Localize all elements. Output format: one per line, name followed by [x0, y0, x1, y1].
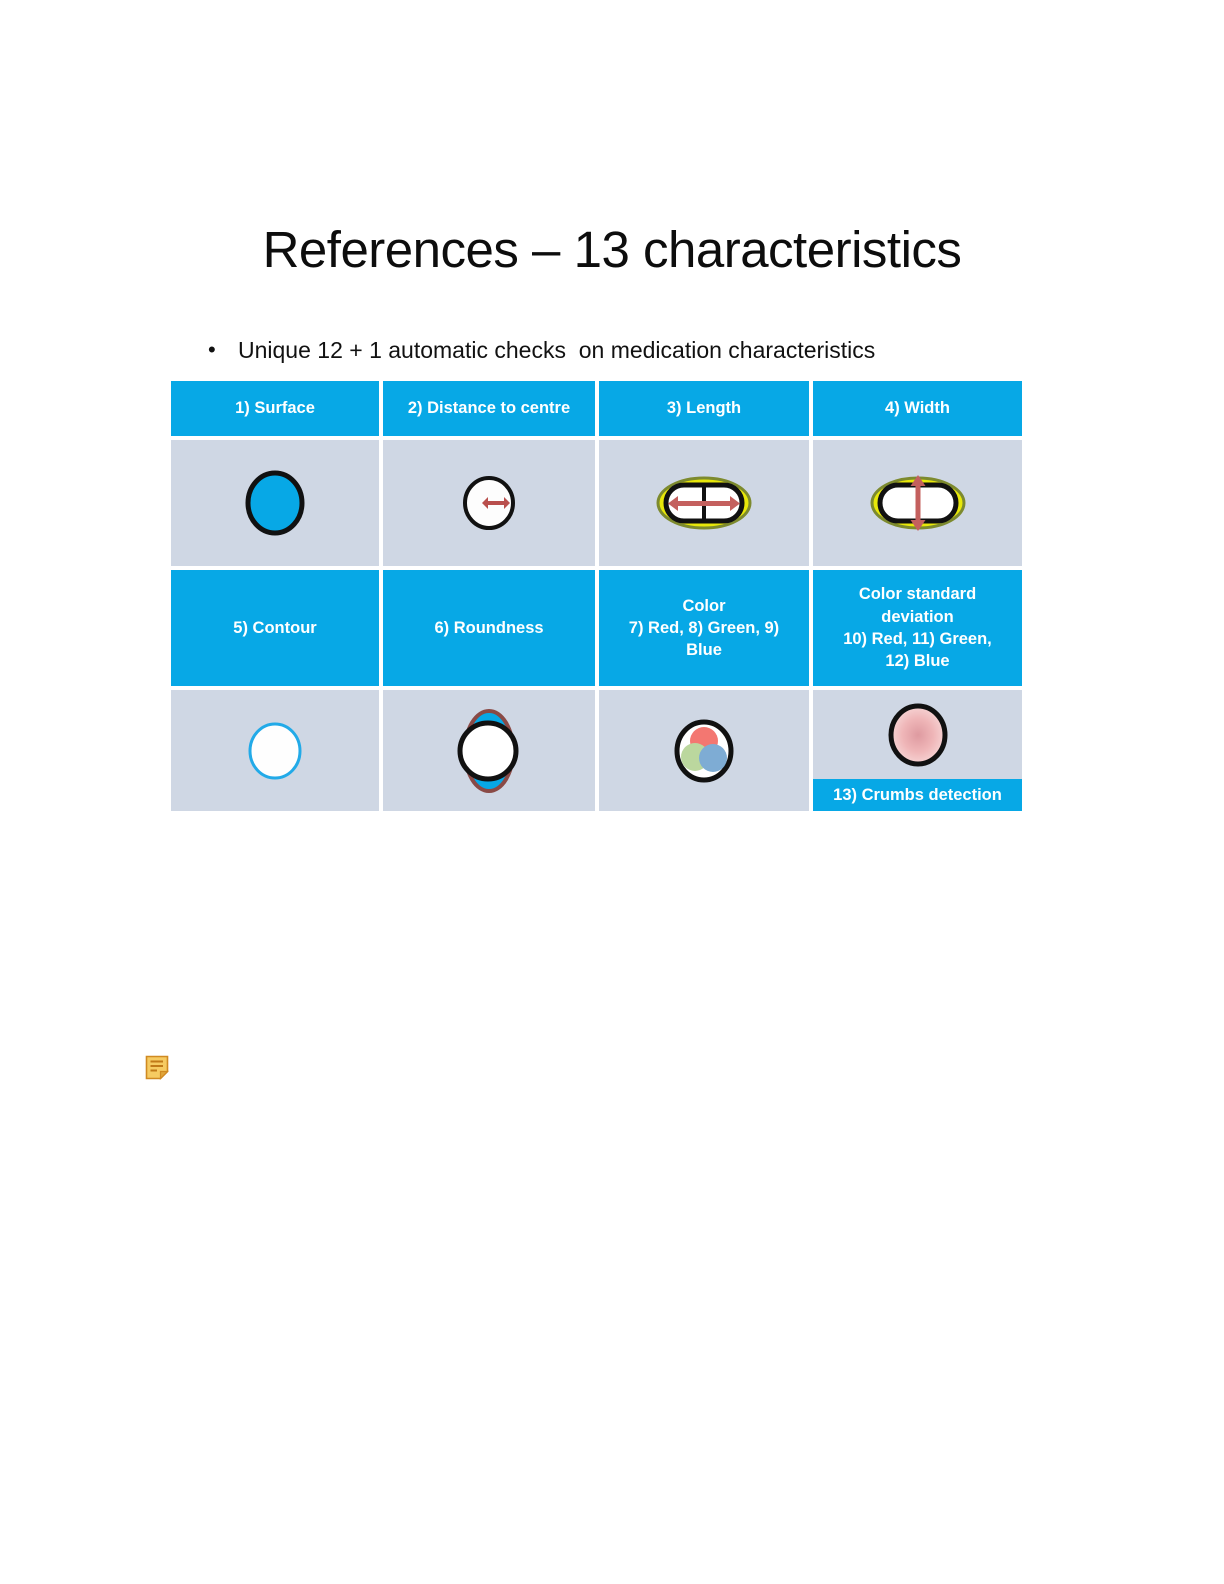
blue-outline-circle-icon	[171, 718, 379, 784]
header-label: 4) Width	[885, 399, 950, 418]
table-cell-width-illustration	[813, 440, 1022, 566]
table-header-cell-distance-to-centre: 2) Distance to centre	[383, 381, 595, 436]
table-header-cell-length: 3) Length	[599, 381, 809, 436]
header-label: 5) Contour	[233, 618, 317, 637]
header-label-line: Color	[682, 596, 726, 615]
table-row: 13) Crumbs detection	[171, 690, 1022, 811]
table-header-cell-surface: 1) Surface	[171, 381, 380, 436]
table-cell-color-illustration	[599, 690, 809, 811]
header-label-line: Color standard	[858, 585, 977, 604]
table-header-cell-contour: 5) Contour	[171, 570, 380, 686]
circle-with-horizontal-double-arrow-icon	[383, 472, 595, 534]
table-header-row: 1) Surface 2) Distance to centre 3) Leng…	[171, 381, 1022, 436]
pill-with-horizontal-double-arrow-icon	[599, 470, 809, 536]
pink-gradient-circle-icon	[813, 690, 1022, 779]
crumbs-detection-banner: 13) Crumbs detection	[813, 779, 1022, 811]
table-header-cell-color: Color 7) Red, 8) Green, 9) Blue	[599, 570, 809, 686]
page-title: References – 13 characteristics	[262, 221, 962, 278]
table-cell-roundness-illustration	[383, 690, 595, 811]
header-label: 2) Distance to centre	[407, 399, 571, 418]
header-label: 3) Length	[666, 399, 742, 418]
header-label: Color standard deviation 10) Red, 11) Gr…	[843, 583, 992, 672]
header-label-line: 7) Red, 8) Green, 9)	[628, 618, 780, 637]
filled-blue-circle-icon	[171, 466, 379, 540]
table-row	[171, 440, 1022, 566]
circle-over-blue-ellipse-icon	[383, 708, 595, 793]
bullet-list-item: • Unique 12 + 1 automatic checks on medi…	[208, 337, 875, 363]
header-label: 6) Roundness	[434, 618, 544, 637]
bullet-marker: •	[208, 337, 216, 362]
table-cell-length-illustration	[599, 440, 809, 566]
rgb-venn-circle-icon	[599, 716, 809, 786]
characteristics-table: 1) Surface 2) Distance to centre 3) Leng…	[171, 381, 1022, 811]
table-cell-contour-illustration	[171, 690, 380, 811]
pill-with-vertical-double-arrow-icon	[813, 470, 1022, 536]
table-header-row: 5) Contour 6) Roundness Color 7) Red, 8)…	[171, 570, 1022, 686]
table-cell-surface-illustration	[171, 440, 380, 566]
bullet-item-label: Unique 12 + 1 automatic checks on medica…	[238, 337, 876, 363]
header-label: Color 7) Red, 8) Green, 9) Blue	[629, 595, 779, 662]
table-header-cell-roundness: 6) Roundness	[383, 570, 595, 686]
table-header-cell-width: 4) Width	[813, 381, 1022, 436]
header-label-line: 12) Blue	[885, 652, 950, 671]
header-label: 1) Surface	[235, 399, 315, 418]
header-label-line: 10) Red, 11) Green,	[843, 630, 992, 648]
header-label-line: Blue	[686, 641, 722, 660]
header-label-line: deviation	[881, 607, 954, 626]
table-header-cell-color-standard-deviation: Color standard deviation 10) Red, 11) Gr…	[813, 570, 1022, 686]
table-cell-color-standard-deviation-illustration: 13) Crumbs detection	[813, 690, 1022, 811]
comment-note-icon[interactable]	[145, 1055, 169, 1080]
table-cell-distance-to-centre-illustration	[383, 440, 595, 566]
